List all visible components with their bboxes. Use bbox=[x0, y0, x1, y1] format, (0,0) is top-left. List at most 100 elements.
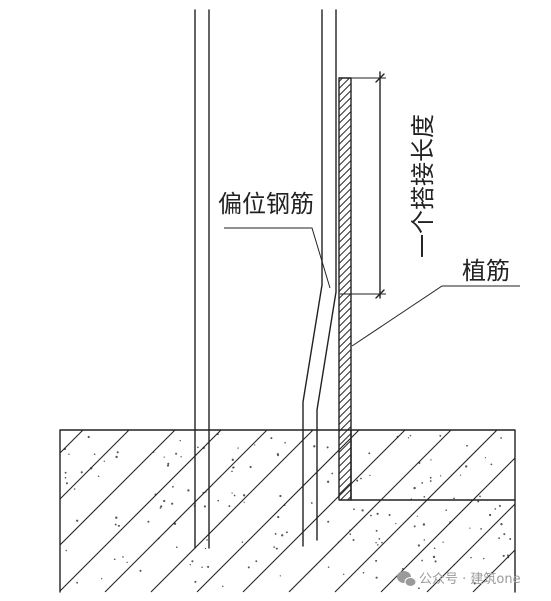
concrete-dot bbox=[160, 505, 163, 508]
hatch-line bbox=[338, 202, 352, 215]
concrete-dot bbox=[407, 437, 410, 439]
hatch-line bbox=[340, 489, 352, 501]
concrete-dot bbox=[203, 505, 206, 508]
concrete-dot bbox=[64, 476, 67, 479]
concrete-stipple bbox=[63, 433, 512, 590]
foundation-block bbox=[59, 429, 516, 593]
concrete-dot bbox=[159, 507, 162, 509]
concrete-dot bbox=[101, 578, 103, 580]
hatch-line bbox=[59, 429, 130, 500]
concrete-dot bbox=[433, 547, 436, 550]
concrete-dot bbox=[103, 460, 105, 462]
concrete-dot bbox=[362, 571, 365, 574]
hatch-line bbox=[338, 216, 352, 229]
concrete-dot bbox=[255, 560, 258, 563]
concrete-dot bbox=[498, 537, 500, 540]
concrete-dot bbox=[342, 573, 345, 576]
concrete-dot bbox=[115, 516, 118, 519]
concrete-dot bbox=[171, 502, 174, 505]
hatch-line bbox=[288, 429, 452, 593]
hatch-line bbox=[104, 429, 268, 593]
concrete-dot bbox=[480, 528, 482, 530]
concrete-dot bbox=[500, 437, 502, 439]
lap-length-label: 一个搭接长度 bbox=[409, 114, 437, 258]
offset-rebar-leader bbox=[224, 227, 331, 289]
concrete-dot bbox=[482, 557, 485, 560]
concrete-dot bbox=[76, 581, 79, 584]
concrete-dot bbox=[500, 522, 503, 526]
concrete-dot bbox=[327, 566, 330, 568]
hatch-line bbox=[338, 209, 352, 222]
concrete-dot bbox=[490, 463, 493, 466]
hatch-line bbox=[338, 139, 352, 152]
hatch-line bbox=[338, 125, 352, 138]
hatch-line bbox=[338, 482, 352, 495]
planted-rebar-hatching bbox=[338, 77, 352, 501]
concrete-dot bbox=[509, 538, 512, 540]
concrete-dot bbox=[423, 539, 426, 541]
concrete-dot bbox=[503, 533, 506, 536]
hatch-line bbox=[472, 549, 516, 593]
concrete-dot bbox=[507, 554, 509, 557]
concrete-dot bbox=[368, 452, 371, 455]
concrete-dot bbox=[331, 472, 334, 475]
concrete-dot bbox=[484, 457, 486, 459]
hatch-line bbox=[338, 454, 352, 467]
hatch-line bbox=[338, 286, 352, 299]
concrete-dot bbox=[284, 442, 286, 444]
concrete-dot bbox=[369, 474, 371, 477]
hatch-line bbox=[338, 377, 352, 390]
concrete-dot bbox=[502, 554, 505, 557]
rebar-line bbox=[316, 9, 337, 541]
concrete-dot bbox=[279, 494, 282, 498]
concrete-dot bbox=[310, 502, 313, 504]
concrete-dot bbox=[139, 569, 142, 572]
hatch-line bbox=[338, 230, 352, 243]
concrete-dot bbox=[465, 465, 468, 468]
hatch-line bbox=[338, 118, 352, 131]
offset-rebar bbox=[302, 9, 337, 547]
concrete-dot bbox=[281, 534, 284, 537]
concrete-dot bbox=[429, 476, 432, 479]
anchor-hole-outline bbox=[350, 429, 516, 501]
concrete-dot bbox=[114, 523, 117, 526]
watermark: 公众号 · 建筑one bbox=[397, 571, 521, 587]
concrete-dot bbox=[360, 477, 362, 480]
hatch-line bbox=[196, 429, 360, 593]
concrete-dot bbox=[417, 544, 420, 547]
concrete-dot bbox=[377, 544, 379, 546]
concrete-dot bbox=[473, 582, 476, 585]
concrete-dot bbox=[445, 509, 448, 512]
concrete-dot bbox=[232, 466, 234, 469]
concrete-dot bbox=[217, 499, 220, 502]
concrete-dot bbox=[488, 513, 492, 517]
hatch-line bbox=[59, 429, 222, 592]
hatch-line bbox=[338, 195, 352, 208]
planted-rebar-outline bbox=[338, 77, 352, 501]
hatch-line bbox=[242, 429, 406, 593]
concrete-dot bbox=[421, 482, 424, 484]
hatch-line bbox=[338, 307, 352, 320]
planted-rebar-label: 植筋 bbox=[462, 257, 510, 285]
concrete-dot bbox=[73, 488, 76, 490]
concrete-dot bbox=[147, 520, 150, 523]
concrete-dot bbox=[172, 485, 174, 488]
concrete-dot bbox=[326, 446, 329, 449]
hatch-line bbox=[338, 398, 352, 411]
concrete-dot bbox=[194, 580, 197, 583]
foundation-hatching bbox=[59, 429, 516, 593]
hatch-line bbox=[338, 167, 352, 180]
hatch-line bbox=[338, 356, 352, 369]
concrete-dot bbox=[270, 437, 273, 440]
concrete-dot bbox=[352, 539, 355, 541]
concrete-dot bbox=[430, 459, 432, 461]
concrete-dot bbox=[375, 529, 378, 532]
hatch-line bbox=[338, 335, 352, 348]
concrete-dot bbox=[242, 494, 246, 497]
hatch-line bbox=[338, 279, 352, 292]
dimension-tick-bottom bbox=[375, 289, 385, 299]
concrete-dot bbox=[116, 451, 119, 454]
hatch-line bbox=[338, 104, 352, 117]
foundation-outline bbox=[59, 429, 516, 593]
hatch-line bbox=[338, 111, 352, 124]
